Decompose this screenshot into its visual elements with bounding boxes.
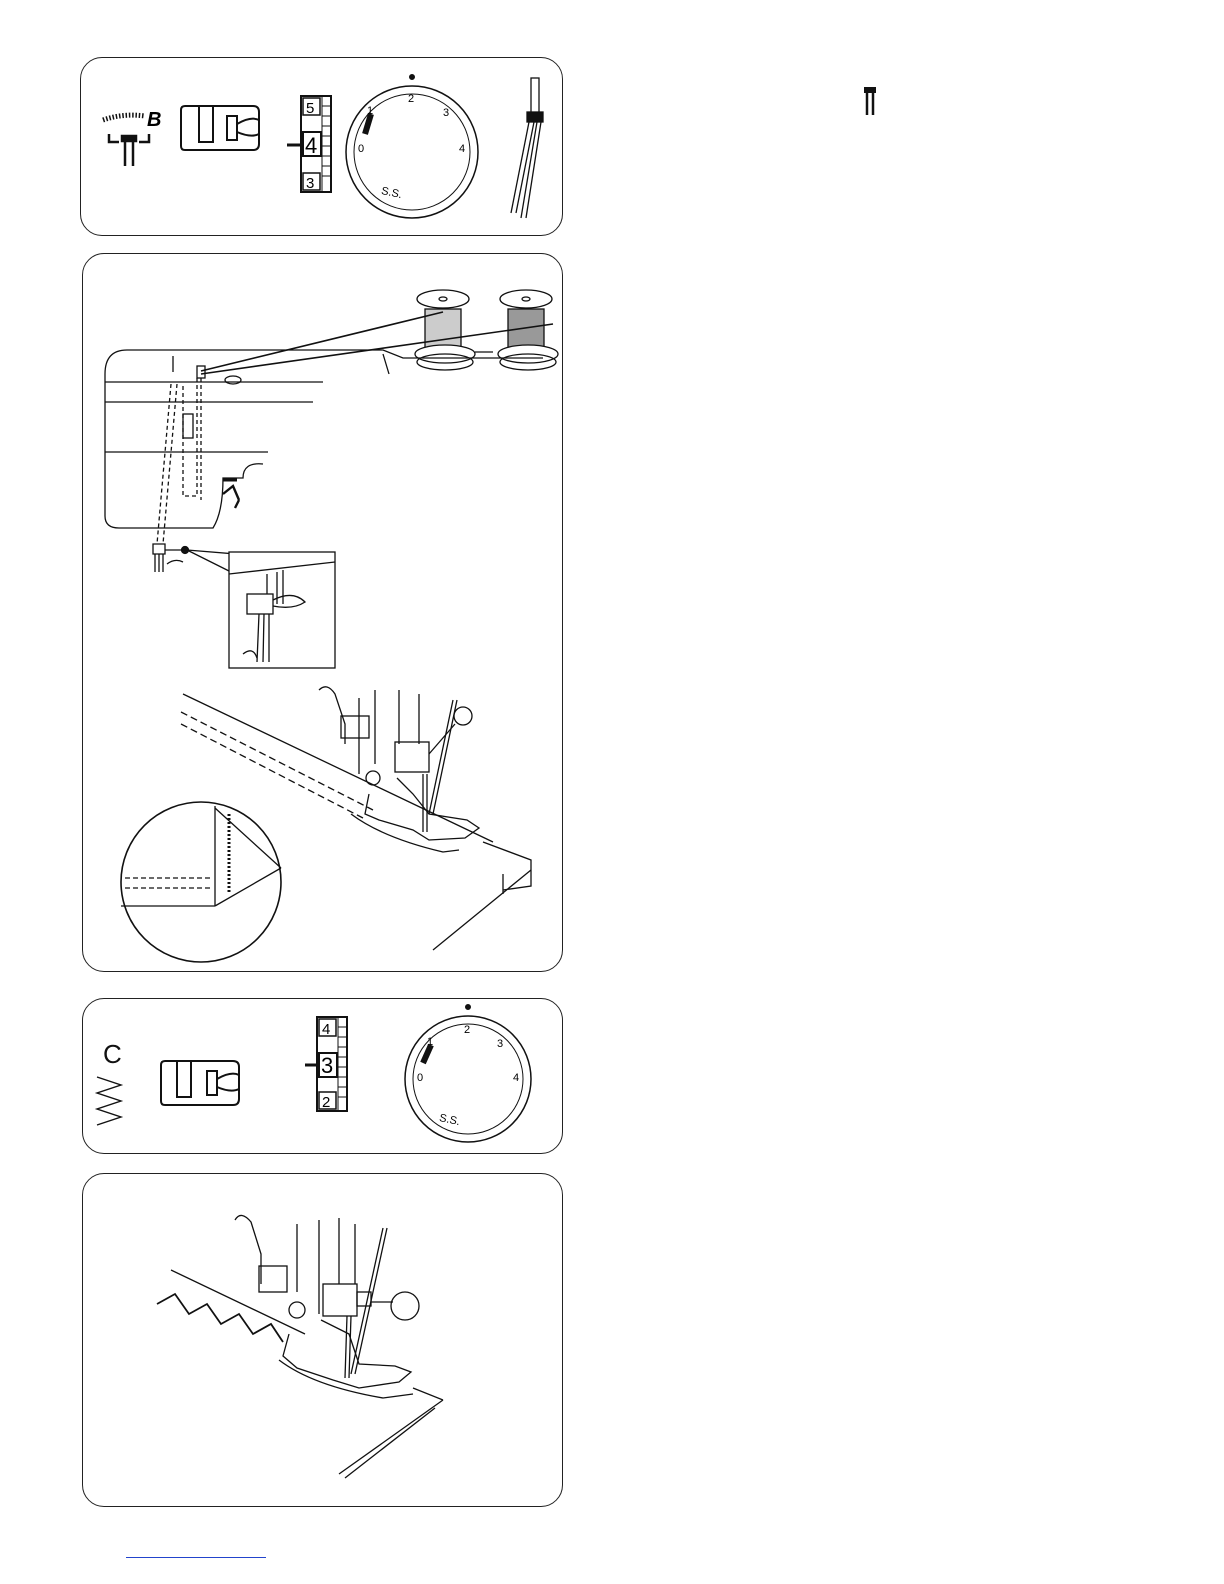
twin-needle-icon <box>511 78 543 218</box>
spool-icon <box>201 290 558 374</box>
zigzag-sewing-illustration <box>83 1174 562 1506</box>
dial-number-3: 3 <box>443 107 449 119</box>
dial-number-1: 1 <box>367 105 373 117</box>
threading-panel <box>82 253 563 972</box>
tension-letter: B <box>147 109 161 131</box>
length-scale-top: 5 <box>306 100 314 117</box>
length-scale-selected: 4 <box>305 133 317 158</box>
dial-number-2: 2 <box>464 1024 470 1036</box>
presser-foot-sewing-icon <box>235 1215 419 1398</box>
length-scale-bottom: 2 <box>322 1094 330 1111</box>
dial-number-4: 4 <box>513 1072 519 1084</box>
dial-number-1: 1 <box>427 1036 433 1048</box>
length-scale-selected: 3 <box>321 1053 333 1078</box>
length-scale-top: 4 <box>322 1021 330 1038</box>
zigzag-pattern-icon <box>97 1077 121 1125</box>
twin-stitch-corner-detail-icon <box>121 802 281 962</box>
dial-number-0: 0 <box>417 1072 423 1084</box>
zigzag-seam-icon <box>157 1270 443 1478</box>
presser-foot-icon <box>161 1061 239 1105</box>
machine-head-icon <box>105 350 543 572</box>
zigzag-sewing-panel <box>82 1173 563 1507</box>
zigzag-settings-illustration: 4 3 2 2 1 0 3 4 S.S. <box>83 999 562 1153</box>
dial-number-3: 3 <box>497 1038 503 1050</box>
settings-illustration: B <box>81 58 562 235</box>
tension-dial-icon <box>103 115 145 120</box>
dial-number-0: 0 <box>358 143 364 155</box>
presser-foot-icon <box>181 106 259 150</box>
settings-panel-zigzag: C 4 3 2 <box>82 998 563 1154</box>
footer-rule <box>126 1557 266 1558</box>
needle-threading-detail-icon <box>229 552 335 668</box>
threading-illustration <box>83 254 562 971</box>
settings-panel-twin-needle: B <box>80 57 563 236</box>
twin-needle-symbol-icon <box>862 85 878 117</box>
dial-ss-label: S.S. <box>380 185 403 201</box>
dial-number-4: 4 <box>459 143 465 155</box>
dial-ss-label: S.S. <box>438 1112 461 1128</box>
length-scale-bottom: 3 <box>306 175 314 192</box>
twin-needle-symbol-icon <box>109 134 149 166</box>
dial-number-2: 2 <box>408 93 414 105</box>
